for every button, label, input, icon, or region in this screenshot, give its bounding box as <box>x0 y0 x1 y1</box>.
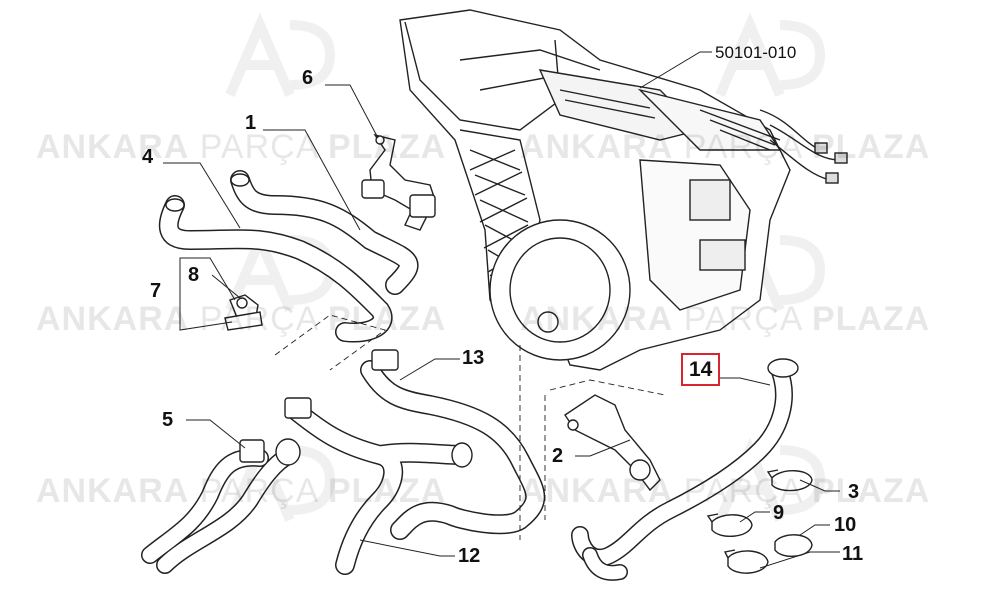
watermark-row-6: ANKARA PARÇA PLAZA <box>520 472 931 510</box>
part-label-2: 2 <box>552 445 564 467</box>
watermark-row-1: ANKARA PARÇA PLAZA <box>36 128 447 166</box>
part-label-7: 7 <box>150 280 162 302</box>
hose-4 <box>158 195 393 343</box>
clamps <box>706 469 813 574</box>
part-label-10: 10 <box>834 514 857 536</box>
part-label-6: 6 <box>302 67 314 89</box>
part-label-1: 1 <box>245 112 257 134</box>
part-label-3: 3 <box>848 481 860 503</box>
clip-8 <box>224 294 263 331</box>
watermark-row-2: ANKARA PARÇA PLAZA <box>36 300 447 338</box>
clamp-9 <box>706 513 753 537</box>
part-label-12: 12 <box>458 545 481 567</box>
part-label-4: 4 <box>142 146 154 168</box>
clamp-3 <box>766 469 813 492</box>
part-label-8: 8 <box>188 264 200 286</box>
watermark-row-3: ANKARA PARÇA PLAZA <box>36 472 447 510</box>
part-label-14: 14 <box>681 353 721 386</box>
watermark-row-4: ANKARA PARÇA PLAZA <box>520 128 931 166</box>
hvac-unit <box>399 9 848 371</box>
hose-13 <box>360 349 546 540</box>
bracket-6 <box>361 133 436 231</box>
hose-1 <box>230 170 419 295</box>
clamp-10 <box>774 534 813 557</box>
valve-2 <box>564 394 661 492</box>
reference-code-label: 50101-010 <box>715 43 797 62</box>
leader-lines <box>163 51 840 569</box>
assembly-lines <box>274 314 666 540</box>
part-label-11: 11 <box>842 543 864 565</box>
clamp-11 <box>723 549 769 574</box>
part-label-13: 13 <box>462 347 485 369</box>
hose-14 <box>571 358 799 581</box>
hose-12 <box>284 397 473 575</box>
watermark-row-5: ANKARA PARÇA PLAZA <box>520 300 931 338</box>
part-label-9: 9 <box>773 502 785 524</box>
part-label-5: 5 <box>162 409 174 431</box>
hose-5 <box>141 438 301 574</box>
